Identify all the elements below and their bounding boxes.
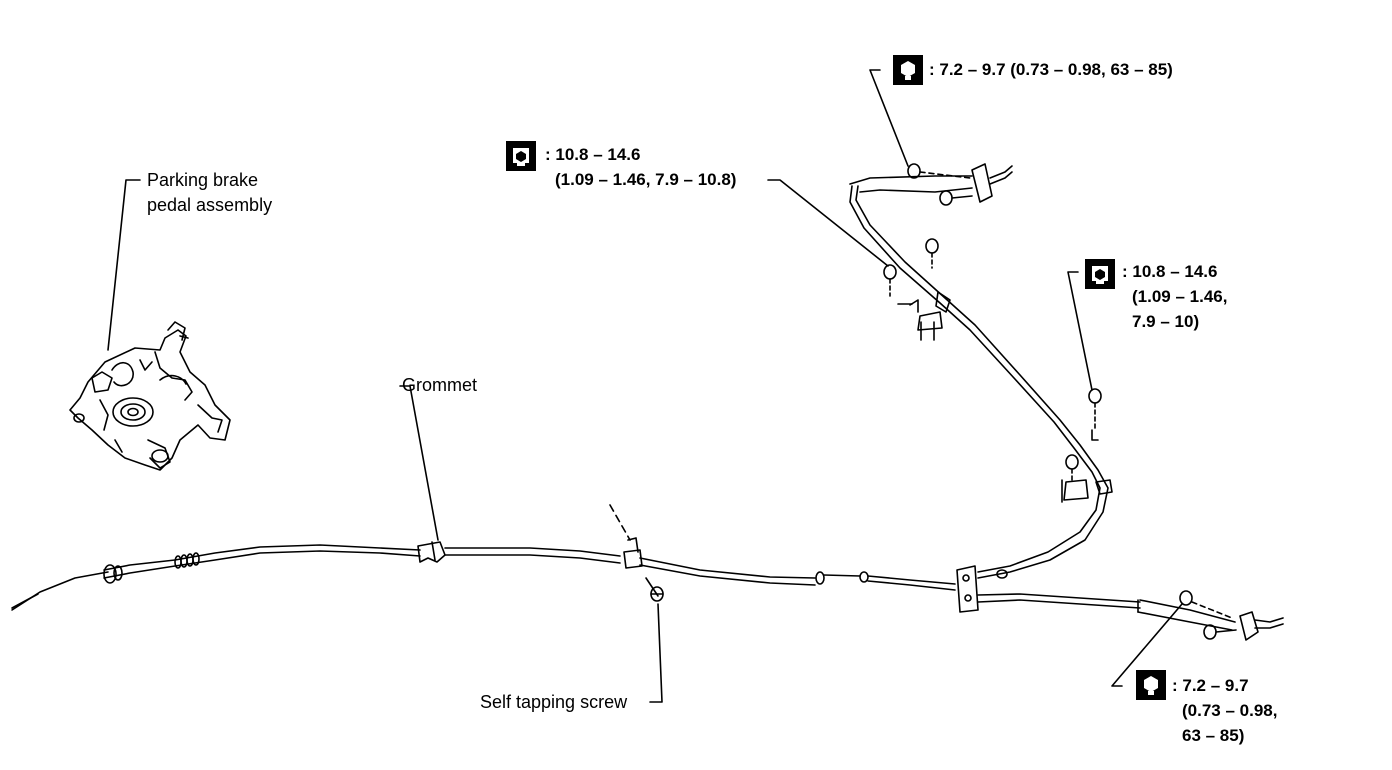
parking-brake-pedal-assembly [69, 321, 231, 471]
torque-right-mid-line2: (1.09 – 1.46, [1132, 287, 1228, 306]
grommet-label: Grommet [402, 375, 478, 395]
tightening-torque-socket-icon [506, 141, 536, 171]
torque-right-mid-line1: : 10.8 – 14.6 [1122, 262, 1218, 281]
parking-brake-label: Parking brake pedal assembly [147, 168, 272, 218]
leader-right-mid [1067, 271, 1093, 391]
torque-left-mid-line2: (1.09 – 1.46, 7.9 – 10.8) [555, 170, 737, 189]
torque-bottom-right-line1: : 7.2 – 9.7 [1172, 676, 1249, 695]
torque-top-label: : 7.2 – 9.7 (0.73 – 0.98, 63 – 85) [929, 60, 1173, 79]
leader-self-tapping [649, 603, 663, 703]
rear-cable-upper [849, 163, 1113, 579]
torque-bottom-right-label: : 7.2 – 9.7 (0.73 – 0.98, 63 – 85) [1172, 673, 1277, 748]
tightening-torque-icon [1136, 670, 1166, 700]
parking-brake-label-line1: Parking brake [147, 170, 259, 190]
torque-bottom-right-line3: 63 – 85) [1182, 726, 1245, 745]
parking-brake-label-line2: pedal assembly [147, 195, 273, 215]
equalizer-bracket [956, 565, 979, 613]
torque-bottom-right-line2: (0.73 – 0.98, [1182, 701, 1278, 720]
leader-top [869, 69, 909, 167]
torque-left-mid-label: : 10.8 – 14.6 (1.09 – 1.46, 7.9 – 10.8) [545, 142, 736, 192]
torque-right-mid-label: : 10.8 – 14.6 (1.09 – 1.46, 7.9 – 10) [1122, 259, 1227, 334]
tightening-torque-icon [893, 55, 923, 85]
tightening-torque-socket-icon [1085, 259, 1115, 289]
self-tapping-screw-label: Self tapping screw [480, 692, 628, 712]
self-tapping-screw [609, 504, 664, 602]
torque-left-mid-line1: : 10.8 – 14.6 [545, 145, 641, 164]
leader-left-mid [767, 179, 889, 267]
leader-grommet [399, 385, 439, 541]
leader-parking-brake [107, 179, 141, 351]
leader-bottom-right [1111, 603, 1183, 687]
torque-right-mid-line3: 7.9 – 10) [1132, 312, 1200, 331]
rear-cable-lower [977, 590, 1284, 641]
front-cable [11, 537, 956, 611]
